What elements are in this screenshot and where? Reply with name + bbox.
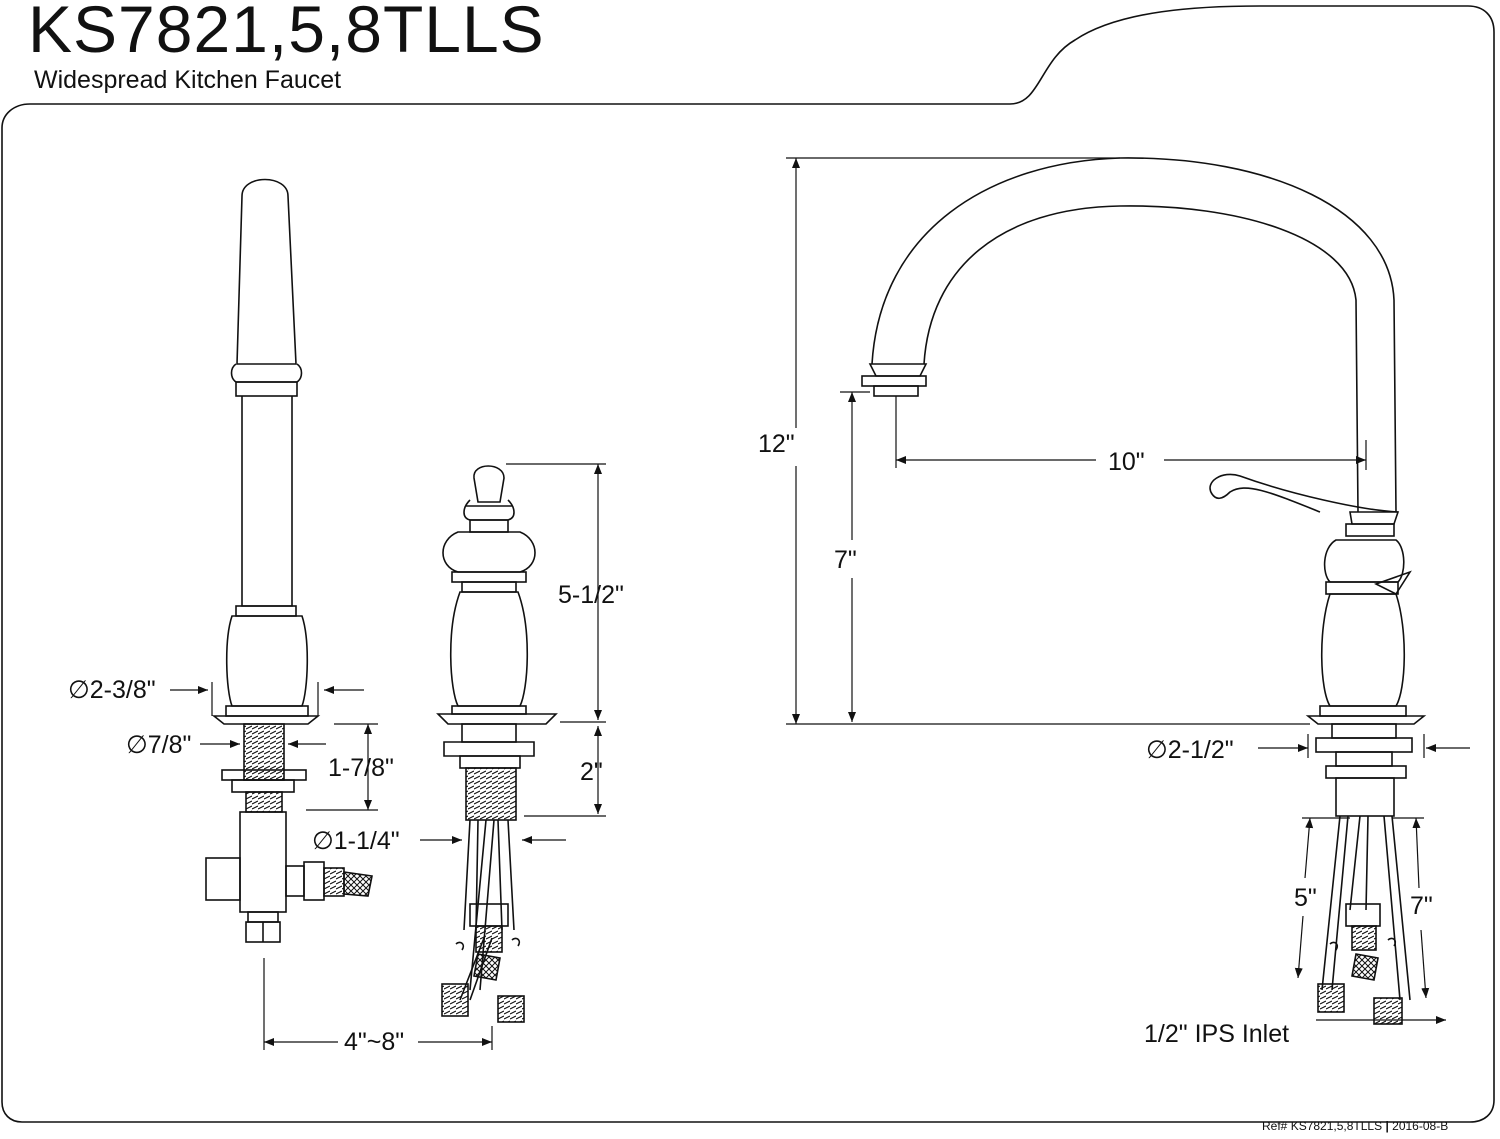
page-subtitle: Widespread Kitchen Faucet: [34, 66, 342, 94]
dimension-lines: [170, 157, 1470, 1050]
drawing-frame: [1, 5, 1495, 1123]
diameter-icon: ∅: [126, 731, 148, 759]
label-handle-thread-diameter: ∅1-1/4": [312, 829, 400, 854]
label-handle-thread-length: 2": [580, 758, 603, 786]
label-spout-base-diameter: ∅2-1/2": [1146, 738, 1234, 763]
label-spread: 4"~8": [344, 1028, 405, 1056]
reference-footer: Ref# KS7821,5,8TLLS | 2016-08-B: [1262, 1120, 1448, 1132]
label-spout-overall-height: 12": [758, 430, 795, 458]
label-handle-height: 5-1/2": [558, 581, 624, 609]
diameter-icon: ∅: [68, 676, 90, 704]
label-handle-shank-length: 1-7/8": [328, 754, 394, 782]
spout-view: [861, 157, 1427, 1025]
label-spout-reach: 10": [1108, 448, 1145, 476]
handle-side-view: [205, 178, 373, 943]
label-handle-shank-diameter: ∅7/8": [126, 733, 191, 758]
label-inlet: 1/2" IPS Inlet: [1144, 1020, 1290, 1048]
page-title: KS7821,5,8TLLS: [28, 0, 545, 66]
diameter-icon: ∅: [1146, 736, 1168, 764]
ref-separator: |: [1385, 1119, 1389, 1133]
label-supply-line-short: 5": [1294, 884, 1317, 912]
diameter-icon: ∅: [312, 827, 334, 855]
ref-revision: 2016-08-B: [1392, 1119, 1449, 1133]
dim-text: 1-1/4": [333, 827, 400, 855]
ref-model: KS7821,5,8TLLS: [1290, 1119, 1383, 1133]
handle-front-view: [436, 465, 558, 1023]
ref-prefix: Ref#: [1262, 1119, 1288, 1133]
label-supply-line-long: 7": [1410, 892, 1433, 920]
label-handle-base-diameter: ∅2-3/8": [68, 678, 156, 703]
dim-text: 2-3/8": [89, 676, 156, 704]
dim-text: 7/8": [147, 731, 192, 759]
label-spout-outlet-height: 7": [834, 546, 857, 574]
dim-text: 2-1/2": [1167, 736, 1234, 764]
